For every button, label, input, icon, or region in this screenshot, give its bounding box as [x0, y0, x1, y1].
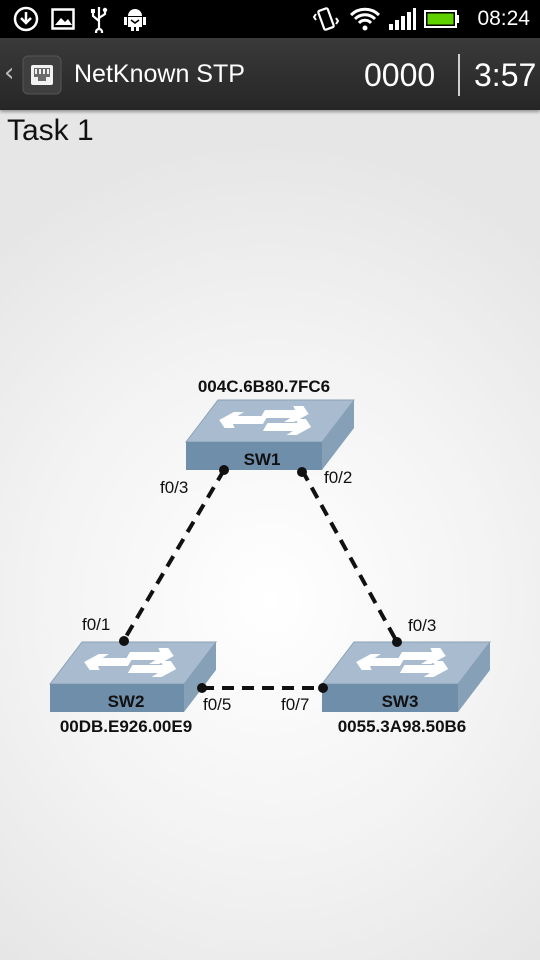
- port-label-sw3-f0-7: f0/7: [281, 695, 309, 714]
- android-debug-icon: [122, 0, 148, 38]
- link-sw1-sw2[interactable]: [122, 468, 226, 642]
- switch-sw3-label: SW3: [382, 692, 419, 711]
- countdown-timer: 3:57: [474, 57, 537, 93]
- port-label-sw2-f0-1: f0/1: [82, 615, 110, 634]
- download-icon: [12, 0, 40, 38]
- status-time: 08:24: [477, 7, 530, 30]
- task-title: Task 1: [7, 114, 94, 147]
- image-icon: [50, 0, 76, 38]
- stp-topology-diagram: SW1 004C.6B80.7FC6 SW2 00DB.E926.00E9 SW…: [48, 377, 492, 736]
- port-dot-sw2-f0-1[interactable]: [119, 636, 129, 646]
- port-label-sw2-f0-5: f0/5: [203, 695, 231, 714]
- port-label-sw1-f0-2: f0/2: [324, 468, 352, 487]
- port-dot-sw1-f0-2[interactable]: [297, 467, 307, 477]
- switch-sw3-mac: 0055.3A98.50B6: [338, 717, 467, 736]
- switch-sw1-label: SW1: [244, 450, 281, 469]
- switch-sw1-mac: 004C.6B80.7FC6: [198, 377, 330, 396]
- vibrate-icon: [312, 0, 340, 38]
- switch-sw2-label: SW2: [108, 692, 145, 711]
- port-label-sw3-f0-3: f0/3: [408, 616, 436, 635]
- port-dot-sw2-f0-5[interactable]: [197, 683, 207, 693]
- switch-sw3[interactable]: [320, 641, 492, 712]
- switch-sw2[interactable]: [48, 641, 218, 712]
- battery-icon: [424, 0, 460, 38]
- app-icon[interactable]: [22, 55, 62, 95]
- usb-icon: [86, 0, 112, 38]
- port-dot-sw3-f0-7[interactable]: [318, 683, 328, 693]
- port-label-sw1-f0-3: f0/3: [160, 478, 188, 497]
- action-bar-divider: [458, 54, 460, 96]
- wifi-icon: [348, 0, 382, 38]
- signal-icon: [386, 0, 418, 38]
- switch-sw2-mac: 00DB.E926.00E9: [60, 717, 192, 736]
- app-title: NetKnown STP: [74, 60, 245, 88]
- score-counter: 0000: [364, 57, 436, 93]
- action-bar: ‹ NetKnown STP 0000 3:57: [0, 38, 540, 110]
- back-chevron-icon[interactable]: ‹: [4, 58, 15, 88]
- port-dot-sw3-f0-3[interactable]: [392, 637, 402, 647]
- link-sw1-sw3[interactable]: [300, 469, 399, 643]
- status-bar: 08:24: [0, 0, 540, 38]
- switch-sw1[interactable]: [184, 399, 356, 470]
- port-dot-sw1-f0-3[interactable]: [219, 465, 229, 475]
